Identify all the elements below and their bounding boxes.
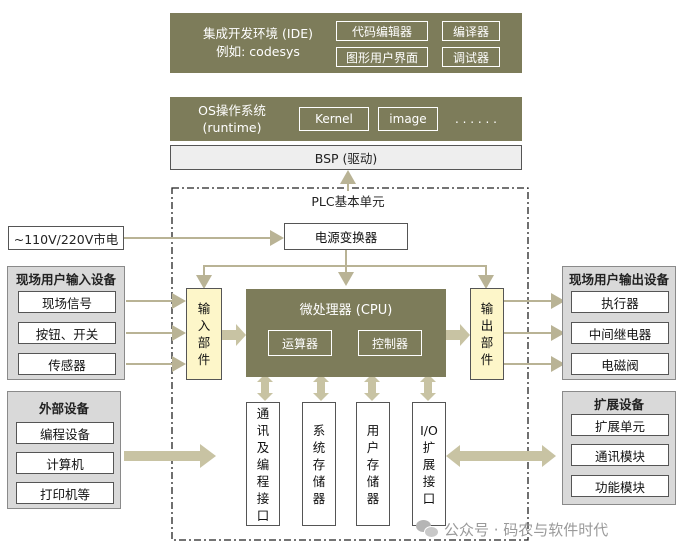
cpu-controller: 控制器 xyxy=(358,330,422,356)
cpu-block: 微处理器 (CPU) 运算器 控制器 xyxy=(246,289,446,377)
intermediate-relay: 中间继电器 xyxy=(571,322,669,344)
bsp-block: BSP (驱动) xyxy=(170,145,522,170)
module-char: 用 xyxy=(366,422,380,438)
computer: 计算机 xyxy=(16,452,114,474)
input-unit-char: 输 xyxy=(197,301,211,316)
cpu-bus-arrows xyxy=(257,374,436,401)
sensor: 传感器 xyxy=(18,353,116,375)
function-module: 功能模块 xyxy=(571,475,669,497)
mains-power-label: ~110V/220V市电 xyxy=(8,226,124,250)
module-char: 扩 xyxy=(422,439,436,455)
wechat-icon xyxy=(416,520,439,538)
watermark: 公众号 · 码农与软件时代 xyxy=(416,515,678,543)
output-unit-char: 件 xyxy=(480,352,494,367)
module-char: 口 xyxy=(422,490,436,506)
actuator: 执行器 xyxy=(571,291,669,313)
module-char: 储 xyxy=(312,473,326,489)
module-char: 口 xyxy=(256,507,270,523)
system-memory: 系 统 存 储 器 xyxy=(302,402,336,526)
ide-compiler: 编译器 xyxy=(442,21,500,41)
ide-gui: 图形用户界面 xyxy=(336,47,428,67)
input-unit-char: 部 xyxy=(197,335,211,350)
external-devices-panel: 外部设备 编程设备 计算机 打印机等 xyxy=(7,391,121,509)
module-char: 及 xyxy=(256,439,270,455)
input-unit: 输 入 部 件 xyxy=(186,288,222,380)
os-title: OS操作系统 xyxy=(198,103,266,118)
cpu-title: 微处理器 (CPU) xyxy=(299,302,393,318)
os-image: image xyxy=(378,107,438,131)
solenoid-valve: 电磁阀 xyxy=(571,353,669,375)
output-unit-char: 部 xyxy=(480,335,494,350)
ide-example: 例如: codesys xyxy=(216,44,300,59)
input-unit-char: 件 xyxy=(197,352,211,367)
programming-device: 编程设备 xyxy=(16,422,114,444)
output-unit-char: 输 xyxy=(480,301,494,316)
input-devices-panel: 现场用户输入设备 现场信号 按钮、开关 传感器 xyxy=(7,266,125,380)
module-char: 讯 xyxy=(256,422,270,438)
comm-programming-interface: 通 讯 及 编 程 接 口 xyxy=(246,402,280,526)
module-char: 户 xyxy=(366,439,380,455)
module-char: I/O xyxy=(420,422,438,438)
expansion-devices-panel: 扩展设备 扩展单元 通讯模块 功能模块 xyxy=(562,391,676,505)
printer-etc: 打印机等 xyxy=(16,482,114,504)
module-char: 存 xyxy=(312,456,326,472)
os-kernel: Kernel xyxy=(299,107,369,131)
module-char: 统 xyxy=(312,439,326,455)
module-char: 系 xyxy=(312,422,326,438)
ide-block: 集成开发环境 (IDE) 例如: codesys 代码编辑器 编译器 图形用户界… xyxy=(170,13,522,73)
expansion-devices-title: 扩展设备 xyxy=(593,397,644,412)
module-char: 接 xyxy=(256,490,270,506)
input-unit-char: 入 xyxy=(197,318,211,333)
buttons-switches: 按钮、开关 xyxy=(18,322,116,344)
field-signal: 现场信号 xyxy=(18,291,116,313)
user-memory: 用 户 存 储 器 xyxy=(356,402,390,526)
module-char: 接 xyxy=(422,473,436,489)
external-to-comm-arrow xyxy=(124,444,216,468)
power-converter: 电源变换器 xyxy=(284,223,408,250)
input-devices-title: 现场用户输入设备 xyxy=(15,272,116,287)
module-char: 器 xyxy=(312,490,326,506)
module-char: 储 xyxy=(366,473,380,489)
watermark-text: 公众号 · 码农与软件时代 xyxy=(444,520,609,539)
cpu-alu: 运算器 xyxy=(268,330,332,356)
output-devices-title: 现场用户输出设备 xyxy=(568,272,669,287)
output-unit-char: 出 xyxy=(480,318,494,333)
output-devices-panel: 现场用户输出设备 执行器 中间继电器 电磁阀 xyxy=(562,266,676,380)
external-devices-title: 外部设备 xyxy=(38,401,89,416)
os-runtime: (runtime) xyxy=(202,120,262,135)
module-char: 编 xyxy=(256,456,270,472)
comm-module: 通讯模块 xyxy=(571,444,669,466)
expansion-unit: 扩展单元 xyxy=(571,414,669,436)
io-expansion-interface: I/O 扩 展 接 口 xyxy=(412,402,446,526)
plc-title: PLC基本单元 xyxy=(300,191,396,209)
module-char: 通 xyxy=(256,405,270,421)
io-expansion-double-arrow xyxy=(446,445,556,467)
module-char: 器 xyxy=(366,490,380,506)
module-char: 程 xyxy=(256,473,270,489)
ide-code-editor: 代码编辑器 xyxy=(336,21,428,41)
os-more: . . . . . . xyxy=(455,112,497,126)
output-unit: 输 出 部 件 xyxy=(470,288,504,380)
ide-debugger: 调试器 xyxy=(442,47,500,67)
cpu-to-output-arrow xyxy=(446,324,470,346)
ide-title: 集成开发环境 (IDE) xyxy=(203,26,313,41)
input-to-cpu-arrow xyxy=(222,324,246,346)
module-char: 展 xyxy=(422,456,436,472)
os-block: OS操作系统 (runtime) Kernel image . . . . . … xyxy=(170,97,522,141)
module-char: 存 xyxy=(366,456,380,472)
